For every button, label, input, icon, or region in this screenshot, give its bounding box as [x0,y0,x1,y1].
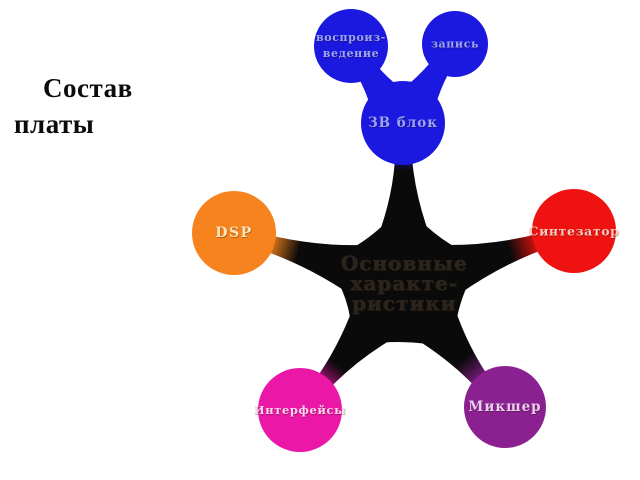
node-circle-vosproizvedenie [314,9,388,83]
slide-title-line-1: Состав [43,73,133,103]
slide-title: Состав платы [14,70,133,142]
node-circle-zapis [422,11,488,77]
slide-title-line-2: платы [14,109,95,139]
node-circle-interfeysy [258,368,342,452]
node-circle-dsp [192,191,276,275]
node-circle-zv-blok [361,81,445,165]
node-circle-sintezator [532,189,616,273]
center-blob [325,202,482,349]
connector-zv-blok [378,123,430,236]
node-circle-miksher [464,366,546,448]
